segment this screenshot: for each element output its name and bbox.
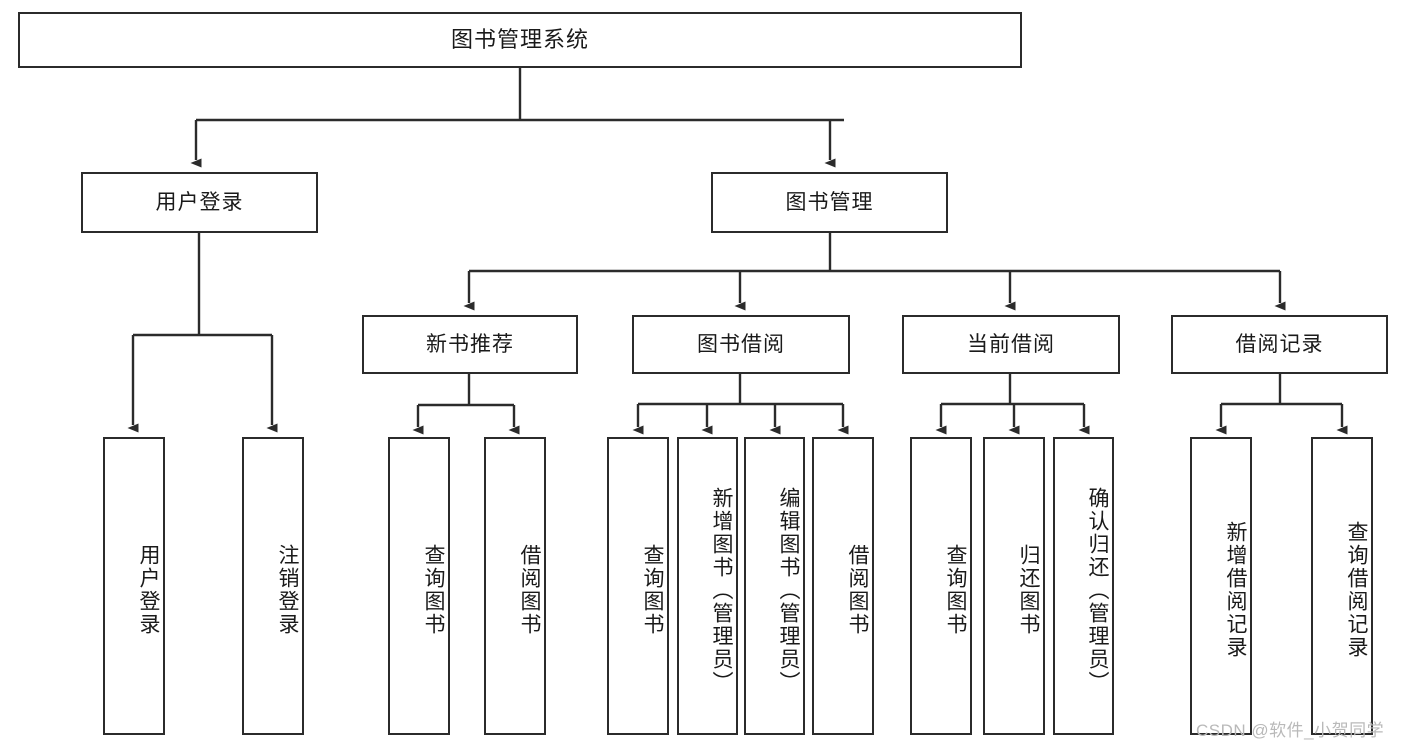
node-label: 归还图书 — [1017, 544, 1040, 636]
node-label: 新增借阅记录 — [1224, 521, 1247, 659]
node-leaf-return-book[interactable]: 归还图书 — [983, 437, 1045, 735]
node-leaf-query-record[interactable]: 查询借阅记录 — [1311, 437, 1373, 735]
node-borrow-record[interactable]: 借阅记录 — [1171, 315, 1388, 374]
node-leaf-query-book-3[interactable]: 查询图书 — [910, 437, 972, 735]
node-label: 借阅图书 — [846, 544, 869, 636]
node-leaf-query-book-2[interactable]: 查询图书 — [607, 437, 669, 735]
node-current-borrow[interactable]: 当前借阅 — [902, 315, 1120, 374]
node-label: 查询图书 — [422, 544, 445, 636]
node-user-login[interactable]: 用户登录 — [81, 172, 318, 233]
node-label: 注销登录 — [276, 544, 299, 636]
node-book-manage[interactable]: 图书管理 — [711, 172, 948, 233]
node-label: 编辑图书（管理员） — [777, 486, 800, 694]
node-label: 确认归还（管理员） — [1086, 486, 1109, 694]
node-label: 用户登录 — [137, 544, 160, 636]
node-leaf-user-login[interactable]: 用户登录 — [103, 437, 165, 735]
node-label: 借阅图书 — [518, 544, 541, 636]
node-leaf-confirm-return[interactable]: 确认归还（管理员） — [1053, 437, 1114, 735]
node-label: 查询图书 — [944, 544, 967, 636]
node-root[interactable]: 图书管理系统 — [18, 12, 1022, 68]
node-leaf-query-book-1[interactable]: 查询图书 — [388, 437, 450, 735]
node-leaf-borrow-book-2[interactable]: 借阅图书 — [812, 437, 874, 735]
node-label: 新增图书（管理员） — [710, 486, 733, 694]
node-leaf-logout[interactable]: 注销登录 — [242, 437, 304, 735]
node-new-book-rec[interactable]: 新书推荐 — [362, 315, 578, 374]
node-leaf-borrow-book-1[interactable]: 借阅图书 — [484, 437, 546, 735]
node-label: 查询借阅记录 — [1345, 521, 1368, 659]
node-book-borrow[interactable]: 图书借阅 — [632, 315, 850, 374]
csdn-watermark: CSDN @软件_小贺同学 — [1196, 721, 1385, 740]
node-leaf-add-book[interactable]: 新增图书（管理员） — [677, 437, 738, 735]
node-label: 查询图书 — [641, 544, 664, 636]
node-leaf-edit-book[interactable]: 编辑图书（管理员） — [744, 437, 805, 735]
node-leaf-add-record[interactable]: 新增借阅记录 — [1190, 437, 1252, 735]
